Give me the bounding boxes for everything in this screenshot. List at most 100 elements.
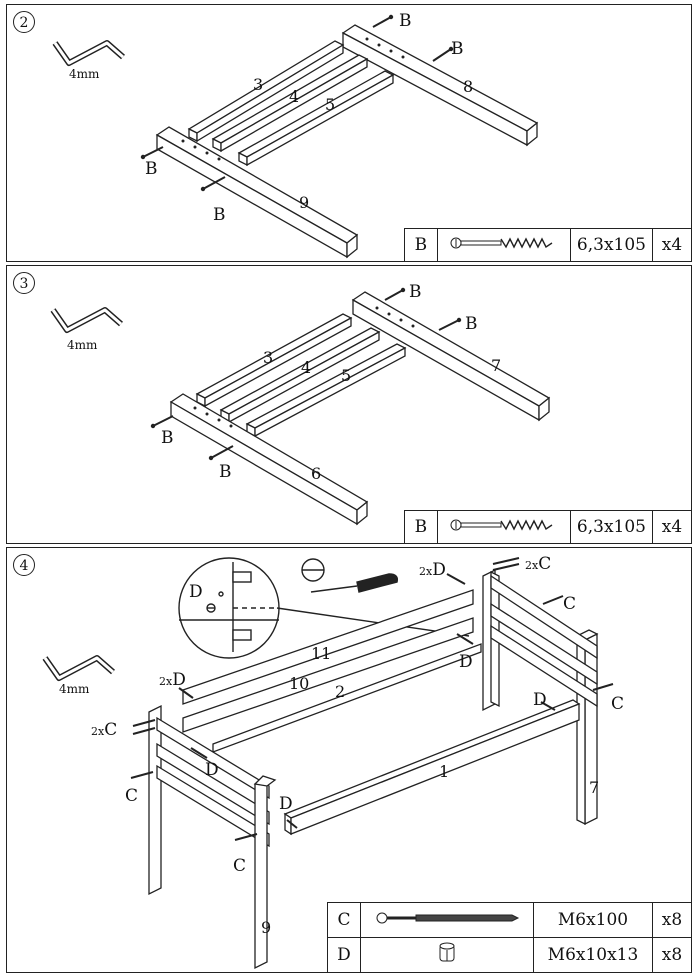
front-rail-low [156,764,270,848]
slat-3 [195,313,353,408]
part-letter: B [403,510,438,544]
screw-label: C [233,856,247,876]
step-3-drawing [50,287,551,526]
screw-label: 2xC [91,722,117,739]
dowel-label: D [205,760,219,780]
step-3-panel: 3 [6,265,692,544]
step-number: 3 [13,272,35,294]
qty-prefix: 2x [525,559,539,572]
part-number: 5 [341,366,352,385]
part-quantity: x8 [652,902,692,938]
rail-2 [212,643,482,753]
dowel-label: 2xD [159,672,186,689]
back-rail-mid [490,602,598,686]
parts-row: B 6,3x105 x4 [403,228,692,262]
dowel-label: D [533,690,547,710]
part-number: 4 [289,87,300,106]
part-letter: B [403,228,438,262]
step-2-drawing [52,14,539,259]
qty-prefix: 2x [419,565,433,578]
part-letter: D [327,937,361,973]
part-number: 10 [289,674,310,693]
rail-11 [182,589,474,705]
part-number: 1 [439,762,450,781]
part-number: 2 [335,682,346,701]
part-number: 7 [491,356,502,375]
parts-table: B 6,3x105 x4 [403,228,692,262]
part-number: 4 [301,358,312,377]
parts-table: B 6,3x105 x4 [403,510,692,544]
qty-prefix: 2x [159,675,173,688]
back-rail-low [490,624,598,708]
screw-label: B [161,428,174,448]
screw-label: 2xC [525,556,551,573]
part-number: 5 [325,95,336,114]
screw-d-group [178,573,556,829]
screw-icon [436,228,571,262]
part-size: M6x100 [533,902,653,938]
screw-label: B [145,159,158,179]
qty-prefix: 2x [91,725,105,738]
screw-icon [360,902,534,938]
slat-5 [245,343,407,438]
slat-3 [187,40,345,143]
screw-letter: C [538,554,552,574]
detail-label: D [189,582,203,602]
parts-row: C M6x100 x8 [327,902,692,938]
screw-label: B [219,462,232,482]
tool-size-label: 4mm [69,67,100,81]
slat-4 [219,327,381,424]
part-quantity: x4 [652,510,692,544]
screw-label: B [399,11,412,31]
front-rail-mid [156,742,270,826]
screw-label: B [213,205,226,225]
screw-label: B [465,314,478,334]
post-9 [253,775,277,970]
part-size: 6,3x105 [569,510,654,544]
part-number: 8 [463,77,474,96]
dowel-label: D [459,652,473,672]
slat-5 [237,70,395,167]
step-4-panel: 4 [6,547,692,973]
step-2-panel: 2 [6,4,692,262]
screwdriver-icon [301,558,399,593]
parts-table: C M6x100 x8 D M6x10x13 x8 [327,902,692,973]
dowel-icon [360,937,534,973]
part-number: 9 [299,193,310,212]
detail-callout [178,557,470,659]
screw-label: C [125,786,139,806]
screw-label: C [563,594,577,614]
screw-label: B [451,39,464,59]
part-number: 6 [311,464,322,483]
parts-row: B 6,3x105 x4 [403,510,692,544]
screw-letter: C [104,720,118,740]
screw-b-group [152,289,460,459]
step-number: 2 [13,11,35,33]
tool-size-label: 4mm [67,338,98,352]
slat-4 [211,54,369,153]
part-quantity: x4 [652,228,692,262]
screw-icon [436,510,571,544]
rail-10 [182,617,474,733]
parts-row: D M6x10x13 x8 [327,937,692,973]
beam-6 [169,393,369,526]
screw-label: C [611,694,625,714]
part-number: 9 [261,918,272,937]
screw-label: B [409,282,422,302]
part-number: 7 [589,778,600,797]
part-size: M6x10x13 [533,937,653,973]
beam-9 [155,126,359,259]
part-size: 6,3x105 [569,228,654,262]
rail-1-top [283,699,581,819]
part-letter: C [327,902,361,938]
post-front-left [148,704,162,896]
dowel-label: D [279,794,293,814]
part-number: 3 [253,75,264,94]
dowel-letter: D [432,560,446,580]
dowel-letter: D [172,670,186,690]
front-rail-top [156,716,270,800]
back-rail-top [490,574,598,660]
screw-b-group [142,16,452,190]
dowel-label: 2xD [419,562,446,579]
part-number: 11 [311,644,332,663]
